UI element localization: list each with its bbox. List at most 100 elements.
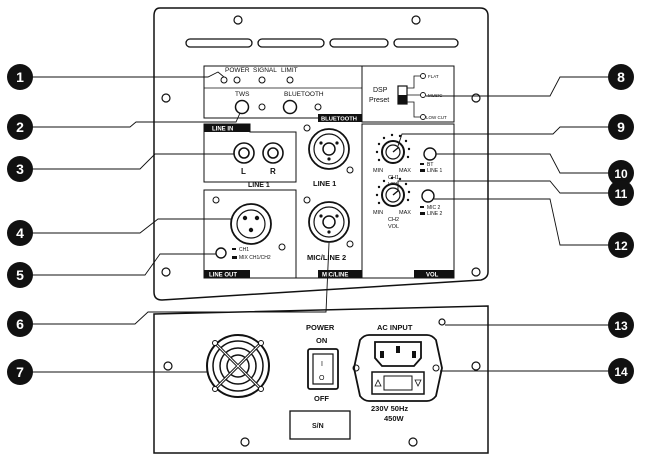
svg-text:14: 14 [614, 365, 628, 379]
screw [411, 15, 421, 25]
screw [303, 124, 311, 132]
screw [346, 240, 354, 248]
svg-text:13: 13 [614, 319, 628, 333]
power-off-label: OFF [314, 394, 329, 403]
callout-8: 8 [608, 64, 634, 90]
pin [254, 215, 260, 221]
bluetooth-tab-label: BLUETOOTH [321, 117, 357, 123]
screw [471, 93, 481, 103]
screw [438, 318, 446, 326]
ch1-scale-dots [375, 133, 411, 162]
ch2-source-button[interactable] [421, 189, 435, 203]
lower-panel: POWER ON I O OFF S/N AC INPUT 230V 50Hz … [153, 305, 489, 454]
line1-rca-label: LINE 1 [248, 182, 270, 189]
screw [161, 267, 171, 277]
mic-line2-label: MIC/LINE 2 [307, 253, 346, 262]
preset-label: Preset [369, 97, 389, 104]
bt-tag: BT [427, 162, 433, 168]
mic-line-tab-label: MIC/LINE [322, 273, 348, 279]
switch-mark [420, 163, 424, 165]
screw [432, 364, 440, 372]
rocker-o-mark: O [319, 375, 325, 382]
rocker-face [312, 353, 334, 385]
tws-button[interactable] [234, 99, 250, 115]
pin [319, 141, 323, 145]
svg-text:4: 4 [16, 225, 24, 241]
vent-slot [329, 38, 389, 48]
vol-tab [414, 270, 454, 278]
screw [163, 361, 173, 371]
upper-panel: POWER SIGNAL LIMIT TWS BLUETOOTH DSP Pre… [153, 7, 489, 301]
switch-mark [232, 256, 237, 259]
ch2-max-label: MAX [399, 210, 411, 216]
callout-1: 1 [7, 64, 33, 90]
pin [335, 214, 339, 218]
rca-left-jack[interactable] [233, 142, 255, 164]
fuse-arrow-icon [414, 379, 422, 387]
ch2-min-label: MIN [373, 210, 383, 216]
wattage-label: 450W [384, 414, 405, 423]
callout-5: 5 [7, 262, 33, 288]
svg-text:3: 3 [16, 161, 24, 177]
svg-text:2: 2 [16, 119, 24, 135]
switch-mark [232, 248, 236, 250]
rocker-i-mark: I [321, 361, 323, 368]
switch-mark [420, 169, 425, 172]
tws-led [258, 103, 266, 111]
line-out-label: LINE OUT [209, 273, 237, 279]
screw [212, 196, 220, 204]
leader-lines [32, 71, 608, 373]
power-rocker-switch[interactable] [307, 348, 339, 390]
power-led-2 [233, 76, 241, 84]
iec-power-socket[interactable] [374, 341, 422, 367]
ch2-scale-dots [375, 176, 411, 205]
mic-line-tab [318, 270, 362, 278]
line-out-tab [204, 270, 250, 278]
pin [335, 141, 339, 145]
ch1-source-button[interactable] [423, 147, 437, 161]
screw [233, 15, 243, 25]
line-in-tab [204, 124, 250, 132]
svg-text:9: 9 [617, 119, 625, 135]
ch1-min-label: MIN [373, 168, 383, 174]
ch1-tag: CH1 [239, 247, 249, 253]
svg-text:10: 10 [614, 167, 628, 181]
line-out-mode-button[interactable] [215, 247, 227, 259]
mic-line2-center [322, 215, 336, 229]
power-led-label: POWER [225, 67, 250, 74]
socket-pin [396, 346, 400, 353]
pin [327, 157, 331, 161]
screw [303, 196, 311, 204]
bluetooth-button[interactable] [282, 99, 298, 115]
music-led [420, 92, 426, 98]
pin [242, 215, 248, 221]
limit-led-label: LIMIT [281, 67, 298, 74]
line1-combo-label: LINE 1 [313, 179, 336, 188]
line2-tag: LINE 2 [427, 211, 443, 217]
ch2-vol-label-b: VOL [388, 224, 399, 230]
fuse-holder [383, 375, 413, 391]
callout-4: 4 [7, 220, 33, 246]
bluetooth-led [314, 103, 322, 111]
line1-tag: LINE 1 [427, 168, 443, 174]
serial-number-label: S/N [312, 423, 324, 430]
vent-slot [257, 38, 325, 48]
vent-slot [185, 38, 253, 48]
vent-slot [393, 38, 459, 48]
pin [248, 227, 254, 233]
serial-number-box [289, 410, 351, 440]
music-label: MUSIC [428, 93, 443, 98]
mic2-tag: MIC 2 [427, 205, 441, 211]
callout-13: 13 [608, 312, 634, 338]
svg-text:5: 5 [16, 267, 24, 283]
callout-12: 12 [608, 232, 634, 258]
rca-r-label: R [270, 167, 276, 176]
fuse-drawer[interactable] [371, 371, 425, 395]
callout-11: 11 [608, 180, 634, 206]
rca-right-jack[interactable] [262, 142, 284, 164]
flat-label: FLAT [428, 74, 439, 79]
screw [408, 437, 418, 447]
screw [352, 364, 360, 372]
screw [346, 166, 354, 174]
mix-tag: MIX CH1/CH2 [239, 255, 271, 261]
